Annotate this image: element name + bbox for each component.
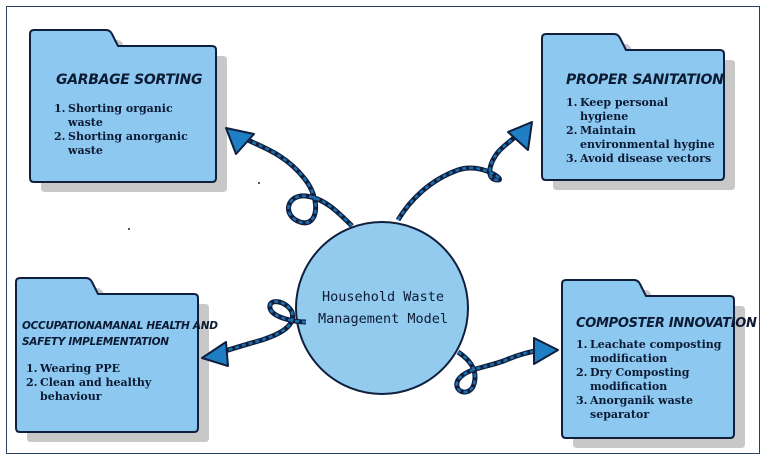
folder-list-garbage-sorting: 1.Shorting organic waste 2.Shorting anor…: [54, 102, 210, 158]
list-item: 1.Wearing PPE: [26, 362, 121, 375]
center-label-line2: Management Model: [317, 311, 449, 327]
arrowhead-proper-sanitation: [507, 121, 533, 151]
center-label-line1: Household Waste: [322, 289, 444, 305]
list-item: 3.Avoid disease vectors: [566, 152, 712, 165]
folder-proper-sanitation: [541, 33, 735, 190]
center-label: Household Waste Management Model: [302, 286, 464, 330]
speck-dot: [258, 182, 260, 184]
list-item: 3.Anorganik waste separator: [576, 394, 693, 421]
arrowhead-occupational-health: [201, 341, 229, 367]
folder-occupational-health: [15, 277, 209, 442]
connector-to-composter-innovation: [454, 347, 541, 395]
connector-to-occupational-health: [221, 299, 307, 355]
folder-list-proper-sanitation: 1.Keep personal hygiene 2.Maintain envir…: [566, 96, 720, 166]
arrowhead-garbage-sorting: [225, 127, 255, 155]
connector-to-garbage-sorting: [242, 135, 354, 228]
list-item: 2.Shorting anorganic waste: [54, 130, 188, 157]
arrowhead-composter-innovation: [533, 337, 559, 365]
list-item: 1.Keep personal hygiene: [566, 96, 669, 123]
folder-garbage-sorting: [29, 29, 227, 192]
center-circle: [295, 221, 469, 395]
folder-title-garbage-sorting: Garbage Sorting: [56, 72, 203, 88]
list-item: 1.Shorting organic waste: [54, 102, 173, 129]
folder-title-proper-sanitation: Proper Sanitation: [566, 72, 724, 88]
folder-title-composter-innovation: Composter Innovation: [576, 316, 757, 331]
list-item: 2.Clean and healthy behaviour: [26, 376, 152, 403]
folder-list-composter-innovation: 1.Leachate composting modification 2.Dry…: [576, 338, 724, 422]
folder-composter-innovation: [561, 279, 745, 448]
list-item: 2.Dry Composting modification: [576, 366, 690, 393]
list-item: 1.Leachate composting modification: [576, 338, 722, 365]
diagram-frame: [6, 6, 760, 454]
list-item: 2.Maintain environmental hygine: [566, 124, 715, 151]
folder-title-occupational-health: Occupationamanal Health and Safety Imple…: [22, 320, 218, 348]
folder-list-occupational-health: 1.Wearing PPE 2.Clean and healthy behavi…: [26, 362, 190, 404]
speck-dot: [128, 228, 130, 230]
